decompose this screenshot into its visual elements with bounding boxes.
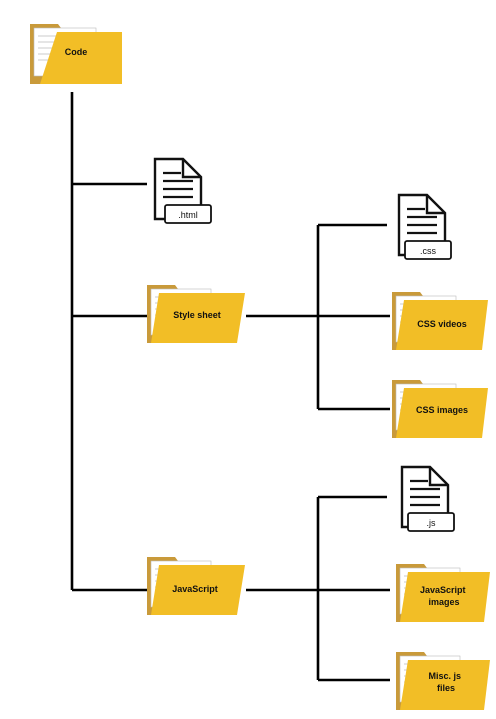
root-folder[interactable]: Code <box>30 24 122 84</box>
extension-box <box>164 204 212 224</box>
folder-label-line: files <box>437 683 455 693</box>
folder-icon <box>392 292 488 350</box>
folder-label: Misc. js files <box>428 671 463 693</box>
folder-label-line: JavaScript <box>420 585 466 595</box>
folder-icon <box>392 380 488 438</box>
misc-js-folder[interactable]: Misc. js files <box>396 652 490 710</box>
extension-label: .css <box>420 246 437 256</box>
extension-box <box>404 240 452 260</box>
folder-label: CSS images <box>416 405 468 415</box>
folder-icon <box>147 557 245 615</box>
extension-box <box>407 512 455 532</box>
folder-label-line: images <box>428 597 459 607</box>
js-file[interactable]: .js <box>400 465 455 532</box>
folder-icon <box>30 24 122 84</box>
folder-label: JavaScript images <box>420 585 468 607</box>
document-icon <box>153 157 203 221</box>
css-file[interactable]: .css <box>397 193 452 260</box>
folder-icon <box>147 285 245 343</box>
document-icon <box>400 465 450 529</box>
document-icon <box>397 193 447 257</box>
js-images-folder[interactable]: JavaScript images <box>396 564 490 622</box>
extension-label: .html <box>178 210 198 220</box>
css-images-folder[interactable]: CSS images <box>392 380 488 438</box>
folder-icon <box>396 652 490 710</box>
folder-label-line: Misc. js <box>428 671 461 681</box>
html-file[interactable]: .html <box>153 157 212 224</box>
folder-label: JavaScript <box>172 584 218 594</box>
folder-label: Code <box>65 47 88 57</box>
css-videos-folder[interactable]: CSS videos <box>392 292 488 350</box>
javascript-folder[interactable]: JavaScript <box>147 557 245 615</box>
folder-label: CSS videos <box>417 319 467 329</box>
stylesheet-folder[interactable]: Style sheet <box>147 285 245 343</box>
folder-icon <box>396 564 490 622</box>
folder-label: Style sheet <box>173 310 221 320</box>
extension-label: .js <box>427 518 437 528</box>
connectors <box>70 92 390 682</box>
